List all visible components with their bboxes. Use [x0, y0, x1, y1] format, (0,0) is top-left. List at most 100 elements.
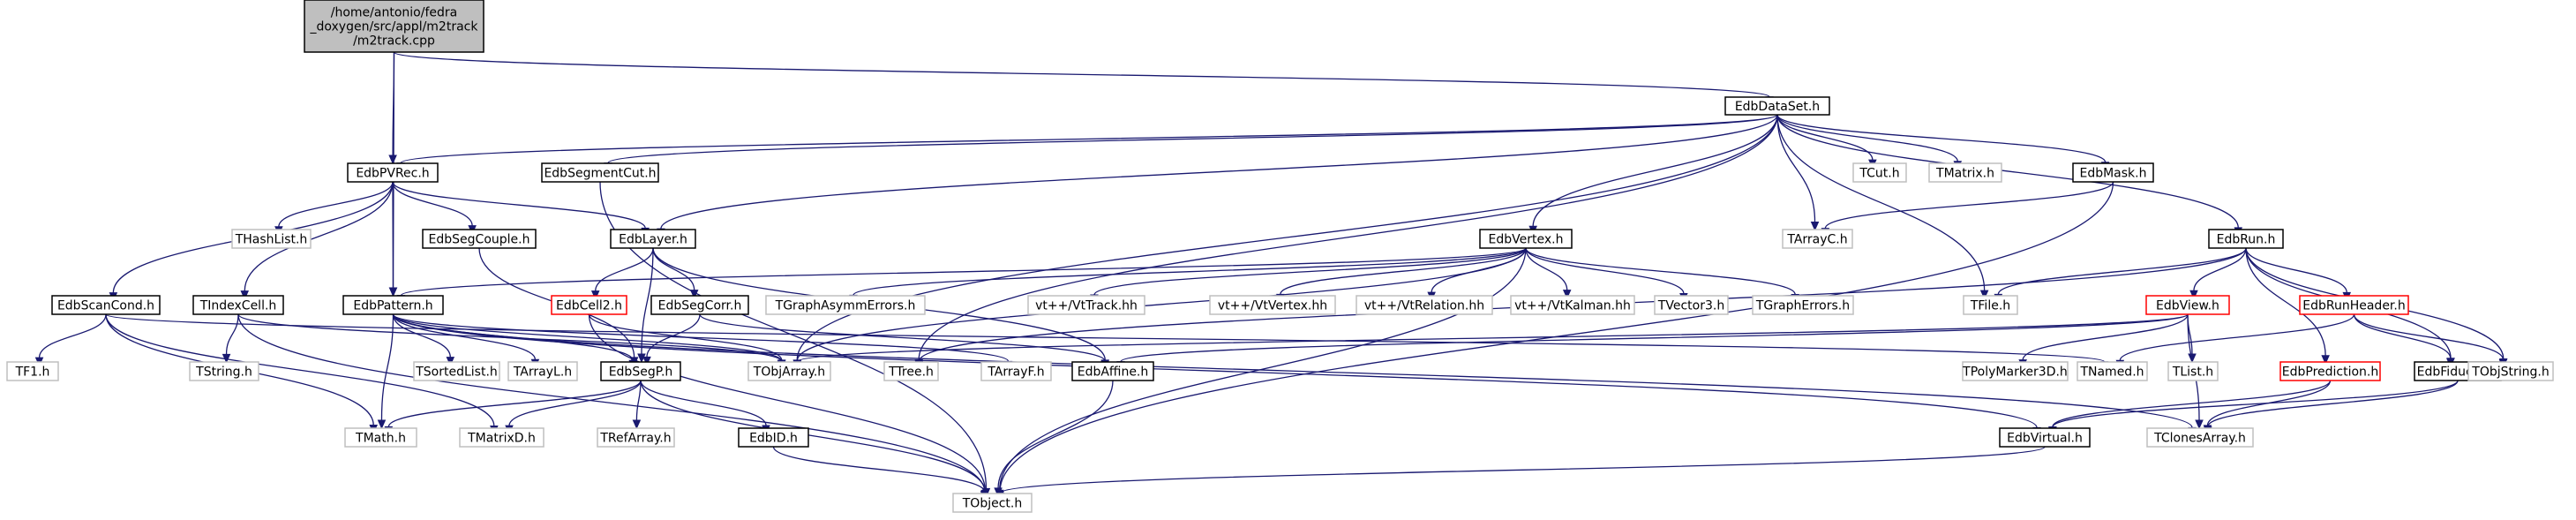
node-trefarray[interactable]: TRefArray.h — [597, 427, 675, 448]
node-ttree[interactable]: TTree.h — [883, 361, 939, 381]
edge-EdbSegP-to-TMath — [384, 380, 642, 436]
node-edbcell2[interactable]: EdbCell2.h — [551, 295, 627, 315]
node-tvector3[interactable]: TVector3.h — [1654, 295, 1729, 315]
node-tarrayl[interactable]: TArrayL.h — [507, 361, 578, 381]
node-tpolymarker3d[interactable]: TPolyMarker3D.h — [1962, 361, 2069, 381]
node-box — [51, 295, 161, 315]
node-tmatrix[interactable]: TMatrix.h — [1928, 162, 2002, 183]
node-box — [192, 295, 284, 315]
node-label: TFile.h — [1970, 299, 2010, 313]
node-edbaffine[interactable]: EdbAffine.h — [1071, 361, 1154, 381]
node-box — [1209, 295, 1336, 315]
node-edbvertex[interactable]: EdbVertex.h — [1479, 229, 1573, 249]
node-tobjstring[interactable]: TObjString.h — [2467, 361, 2554, 381]
node-box — [1962, 361, 2069, 381]
node-edbpvrec[interactable]: EdbPVRec.h — [347, 162, 439, 183]
node-tcut[interactable]: TCut.h — [1852, 162, 1907, 183]
node-box — [231, 229, 312, 249]
node-tf1[interactable]: TF1.h — [6, 361, 59, 381]
edge-EdbView-to-TPolyMarker3D — [2018, 313, 2189, 369]
node-edbdataset[interactable]: EdbDataSet.h — [1724, 96, 1830, 116]
edge-EdbRun-to-EdbPrediction — [2245, 247, 2330, 365]
node-tfile[interactable]: TFile.h — [1963, 295, 2018, 315]
node-edbsegp[interactable]: EdbSegP.h — [600, 361, 681, 381]
edge-EdbDataSet-to-EdbLayer — [657, 114, 1778, 238]
node-label: TList.h — [2172, 366, 2213, 380]
edge-EdbRunHeader-to-TObjString — [2353, 313, 2508, 369]
edge-EdbFiducial-to-TClonesArray — [2204, 380, 2459, 436]
node-label: TVector3.h — [1657, 299, 1724, 313]
edge-EdbDataSet-to-EdbMask — [1776, 114, 2110, 171]
node-root[interactable]: /home/antonio/fedra_doxygen/src/appl/m2t… — [304, 0, 484, 53]
node-box — [344, 427, 417, 448]
node-tstring[interactable]: TString.h — [189, 361, 259, 381]
node-box — [189, 361, 259, 381]
node-box — [2467, 361, 2554, 381]
node-edbscancond[interactable]: EdbScanCond.h — [51, 295, 161, 315]
node-box — [2299, 295, 2409, 315]
node-tobject[interactable]: TObject.h — [952, 493, 1033, 513]
node-label: TNamed.h — [2079, 366, 2144, 380]
node-edblayer[interactable]: EdbLayer.h — [610, 229, 696, 249]
node-label: EdbView.h — [2156, 299, 2219, 313]
node-vtrelation[interactable]: vt++/VtRelation.hh — [1356, 295, 1493, 315]
node-edbview[interactable]: EdbView.h — [2145, 295, 2230, 315]
node-vtkalman[interactable]: vt++/VtKalman.hh — [1510, 295, 1635, 315]
node-tnamed[interactable]: TNamed.h — [2077, 361, 2148, 381]
node-box — [2145, 295, 2230, 315]
node-tclonesarray[interactable]: TClonesArray.h — [2146, 427, 2254, 448]
node-edbpattern[interactable]: EdbPattern.h — [342, 295, 444, 315]
node-tindexcell[interactable]: TIndexCell.h — [192, 295, 284, 315]
node-edbsegcouple[interactable]: EdbSegCouple.h — [422, 229, 537, 249]
node-label: THashList.h — [235, 233, 308, 247]
node-box — [1752, 295, 1854, 315]
edge-root-to-EdbPVRec — [388, 51, 397, 165]
node-tarrayf[interactable]: TArrayF.h — [980, 361, 1052, 381]
edge-EdbPattern-to-TSortedList — [392, 313, 455, 366]
node-box — [2146, 427, 2254, 448]
node-label: TArrayC.h — [1786, 233, 1847, 247]
edge-EdbDataSet-to-TFile — [1776, 114, 1989, 300]
node-tmatrixd[interactable]: TMatrixD.h — [459, 427, 544, 448]
node-box — [422, 229, 537, 249]
edge-EdbView-to-TList — [2187, 313, 2197, 364]
node-label: EdbPVRec.h — [356, 167, 429, 181]
node-box — [507, 361, 578, 381]
node-edbmask[interactable]: EdbMask.h — [2072, 162, 2154, 183]
node-edbvirtual[interactable]: EdbVirtual.h — [1999, 427, 2091, 448]
node-box — [541, 162, 659, 183]
node-edbprediction[interactable]: EdbPrediction.h — [2279, 361, 2381, 381]
node-box — [1782, 229, 1853, 249]
node-label: EdbPrediction.h — [2282, 366, 2379, 380]
node-tgrapherrors[interactable]: TGraphErrors.h — [1752, 295, 1854, 315]
node-label: EdbPattern.h — [353, 299, 432, 313]
node-box — [1852, 162, 1907, 183]
node-edbsegcorr[interactable]: EdbSegCorr.h — [650, 295, 749, 315]
edge-EdbPVRec-to-TIndexCell — [240, 181, 394, 300]
node-layer: /home/antonio/fedra_doxygen/src/appl/m2t… — [6, 0, 2554, 513]
node-tgraphasymmerrors[interactable]: TGraphAsymmErrors.h — [765, 295, 926, 315]
edge-EdbDataSet-to-EdbVertex — [1528, 114, 1778, 236]
node-vtvertex[interactable]: vt++/VtVertex.hh — [1209, 295, 1336, 315]
node-label: TTree.h — [888, 366, 934, 380]
node-label: TGraphErrors.h — [1755, 299, 1850, 313]
node-box — [765, 295, 926, 315]
node-tarrayc[interactable]: TArrayC.h — [1782, 229, 1853, 249]
node-tsortedlist[interactable]: TSortedList.h — [413, 361, 500, 381]
node-edbsegmentcut[interactable]: EdbSegmentCut.h — [541, 162, 659, 183]
node-tobjarray[interactable]: TObjArray.h — [747, 361, 831, 381]
node-tlist[interactable]: TList.h — [2167, 361, 2219, 381]
node-label: vt++/VtKalman.hh — [1514, 299, 1631, 313]
node-tmath[interactable]: TMath.h — [344, 427, 417, 448]
node-edbid[interactable]: EdbID.h — [738, 427, 809, 448]
node-box — [459, 427, 544, 448]
node-label: TObjArray.h — [753, 366, 825, 380]
node-thashlist[interactable]: THashList.h — [231, 229, 312, 249]
edge-EdbSegP-to-TObject — [640, 380, 989, 501]
node-label: TObject.h — [962, 497, 1022, 511]
node-edbrun[interactable]: EdbRun.h — [2208, 229, 2284, 249]
node-edbrunheader[interactable]: EdbRunHeader.h — [2299, 295, 2409, 315]
node-label: EdbSegP.h — [609, 366, 673, 380]
node-vttrack[interactable]: vt++/VtTrack.hh — [1027, 295, 1145, 315]
node-label: EdbSegmentCut.h — [544, 167, 656, 181]
